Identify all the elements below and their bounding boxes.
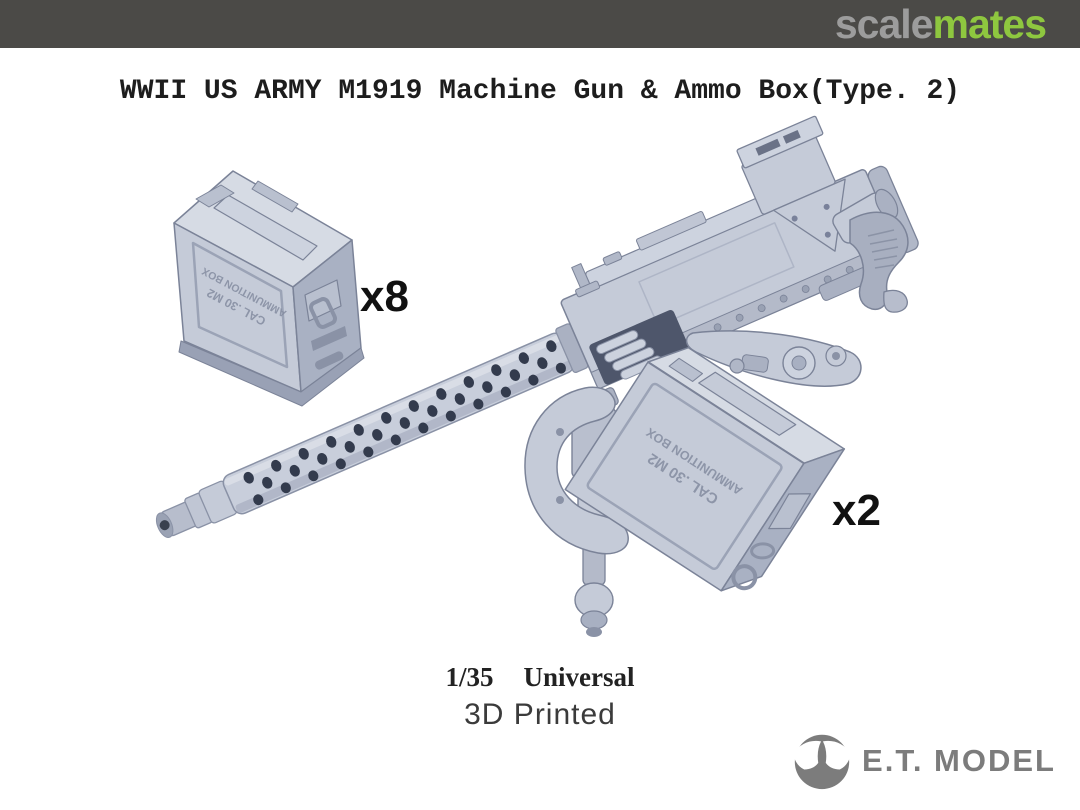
cradle-arm	[685, 330, 862, 387]
barrel-perforations	[243, 340, 566, 506]
ammo-box-mounted-quantity-label: x2	[832, 486, 881, 535]
ammo-box-small-handle	[213, 194, 318, 261]
product-title: WWII US ARMY M1919 Machine Gun & Ammo Bo…	[119, 76, 961, 107]
maker-logo: E.T. MODEL	[792, 728, 1056, 794]
rear-sight	[736, 115, 846, 252]
scale-value: 1/35	[445, 662, 494, 692]
ammo-box-mounted: CAL .30 M2 AMMUNITION BOX	[564, 346, 846, 592]
ammo-box-small-quantity-label: x8	[360, 272, 409, 321]
pistol-grip	[849, 211, 909, 313]
ammo-box-mounted-latch	[731, 493, 812, 591]
feedway-cartridges	[589, 310, 689, 385]
scalemates-logo-scale: scale	[834, 1, 934, 47]
scale-info-line: 1/35 Universal	[0, 662, 1080, 693]
ammo-box-small: CAL .30 M2 AMMUNITION BOX	[173, 170, 365, 407]
et-model-alien-icon	[792, 734, 852, 790]
scalemates-logo: scalemates	[834, 1, 1047, 47]
barrel-jacket	[222, 323, 589, 515]
scalemates-logo-mates: mates	[932, 1, 1047, 47]
print-method-label: 3D Printed	[464, 698, 616, 731]
machine-gun-body	[155, 115, 919, 538]
ammo-box-small-latch	[304, 279, 347, 370]
front-sight	[571, 263, 601, 298]
fit-value: Universal	[523, 662, 635, 692]
receiver	[560, 115, 919, 390]
top-brand-bar: scalemates	[0, 0, 1080, 48]
grip-texture	[867, 229, 899, 269]
ammo-box-mounted-handle	[698, 371, 797, 436]
et-model-brand-text: E.T. MODEL	[862, 743, 1056, 778]
